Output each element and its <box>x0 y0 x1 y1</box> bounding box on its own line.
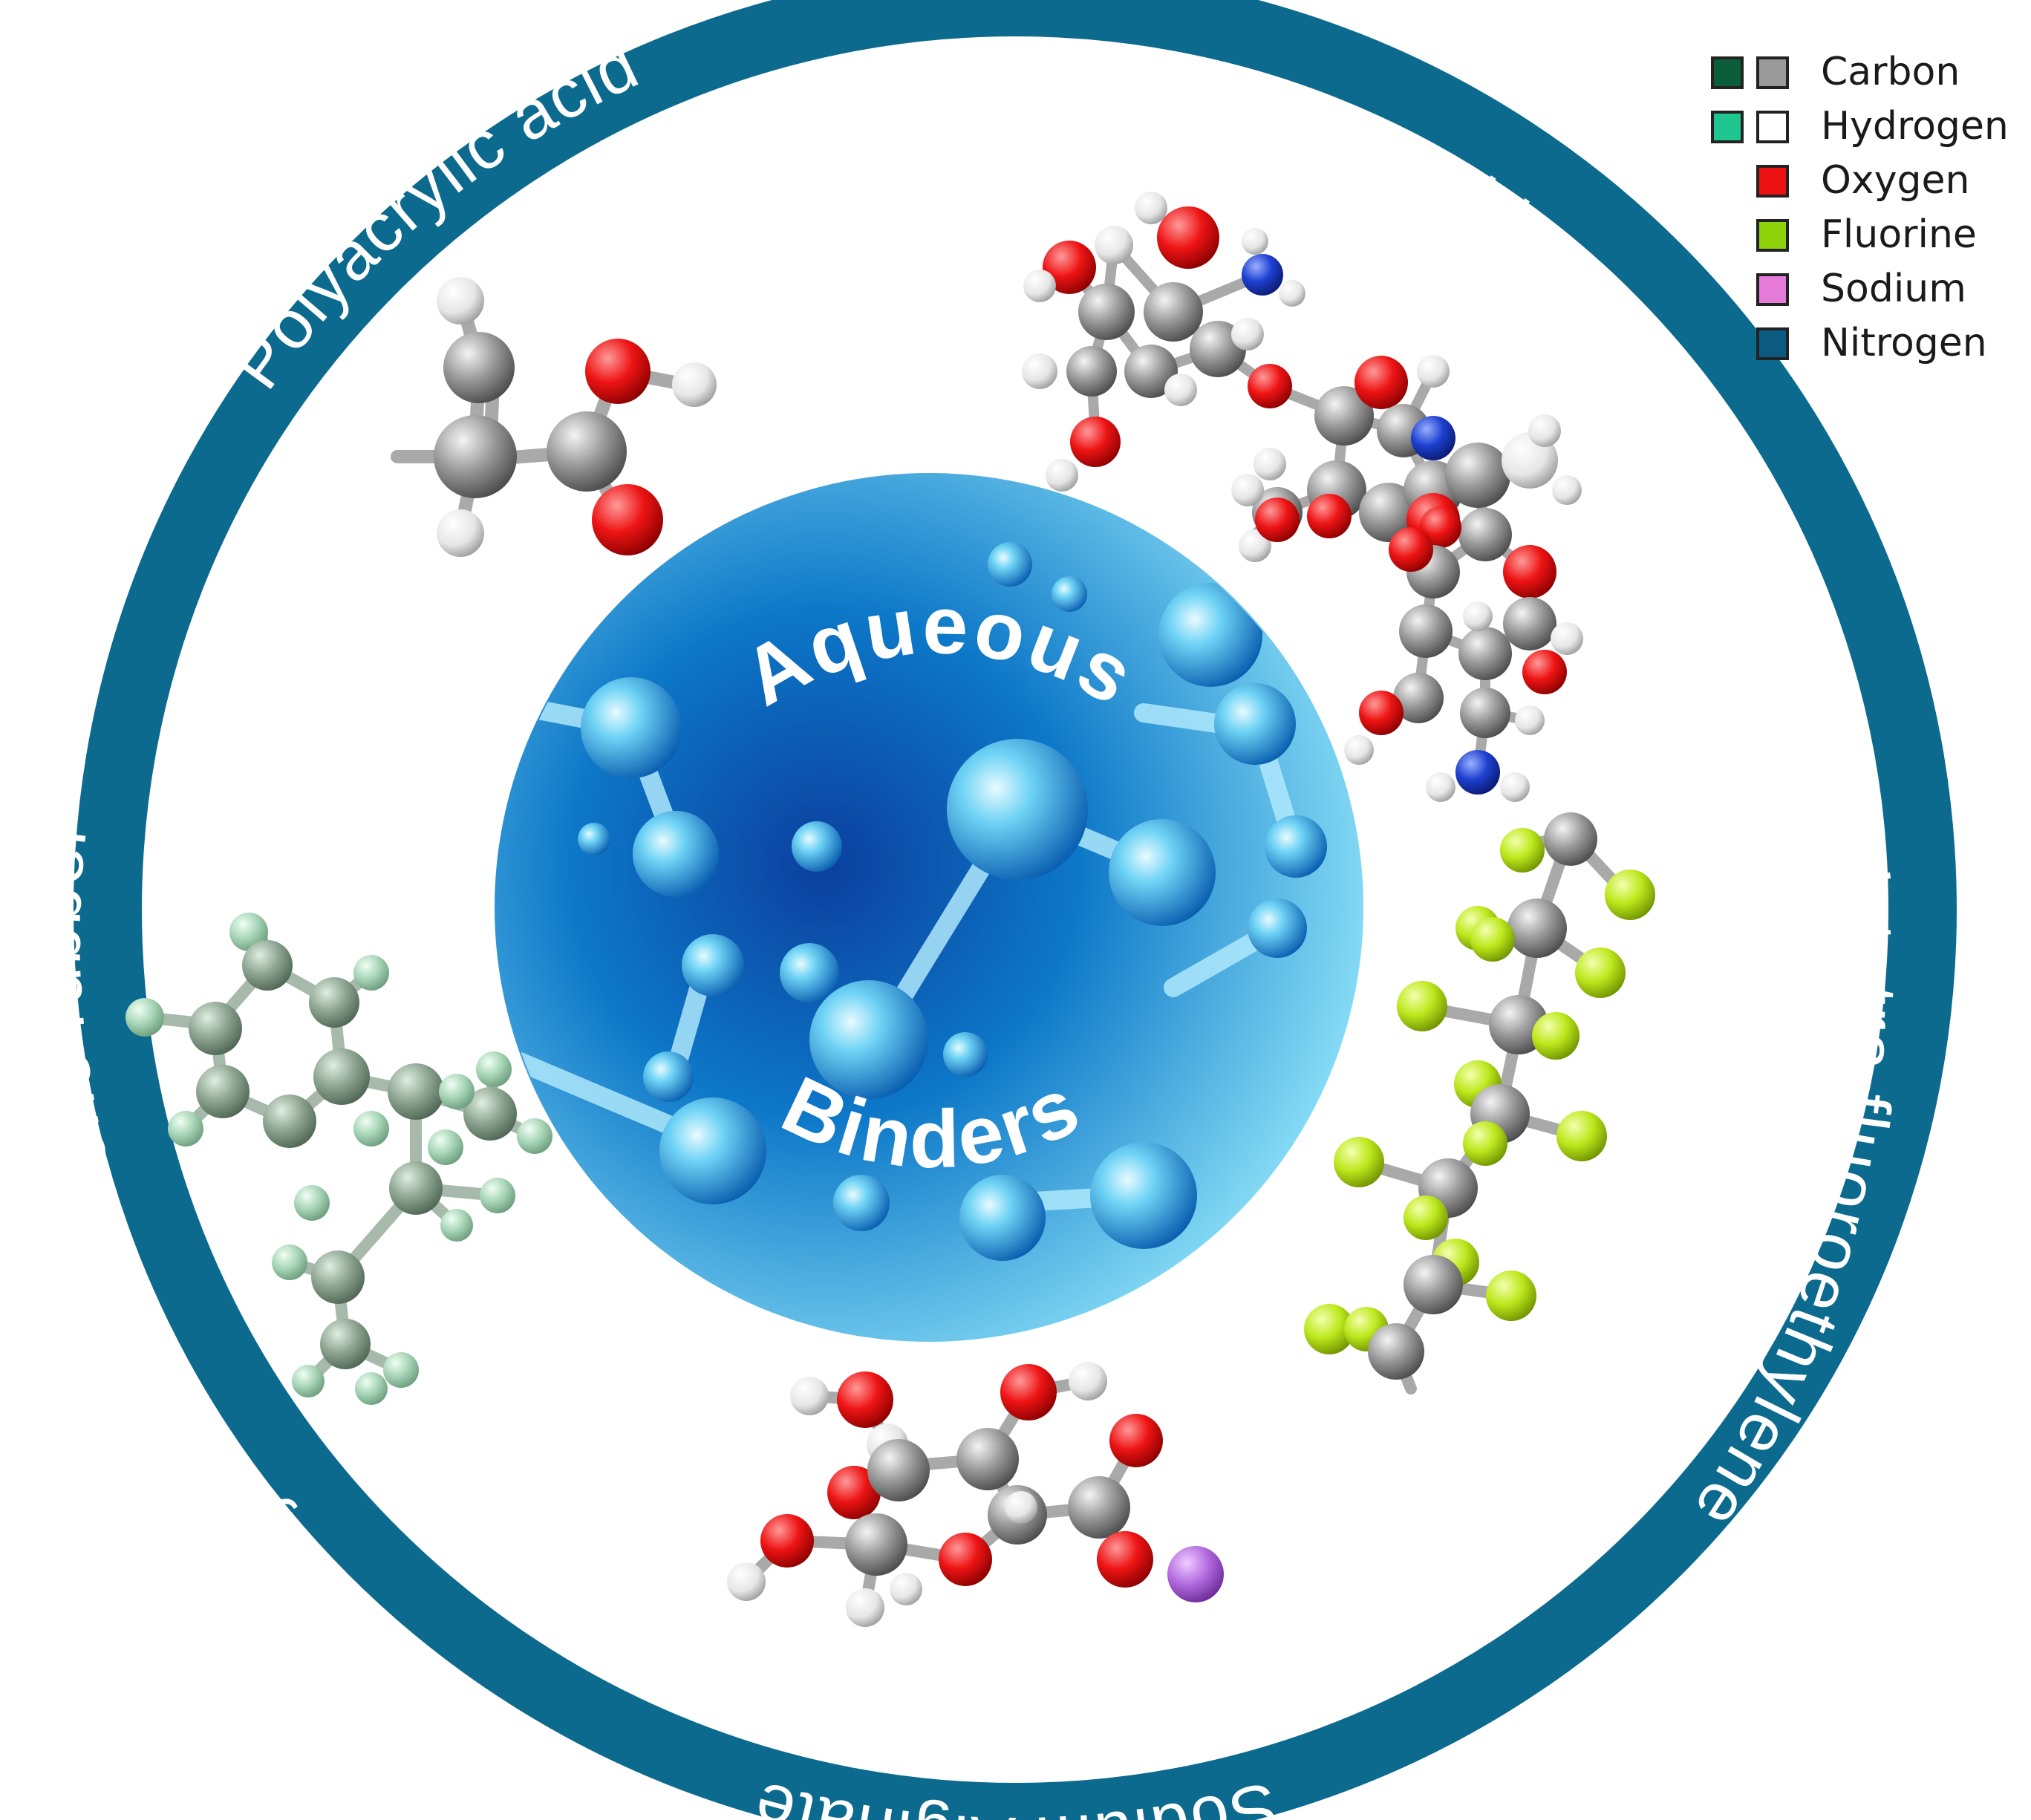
legend-swatch <box>1711 56 1744 89</box>
legend-label: Hydrogen <box>1821 104 2009 149</box>
water-molecules-decoration <box>510 542 1327 1261</box>
legend-item-oxygen: Oxygen <box>1756 158 1969 203</box>
legend-label: Carbon <box>1821 50 1960 94</box>
ptfe-molecule <box>1304 812 1655 1395</box>
legend: CarbonHydrogenOxygenFluorineSodiumNitrog… <box>1711 50 2009 365</box>
chitosan-molecule <box>1022 192 1583 802</box>
legend-label: Oxygen <box>1821 158 1969 203</box>
legend-item-sodium: Sodium <box>1756 267 1966 311</box>
legend-label: Nitrogen <box>1821 321 1987 365</box>
legend-swatch <box>1756 111 1789 143</box>
legend-swatch <box>1756 327 1789 360</box>
legend-swatch <box>1756 56 1789 89</box>
legend-item-hydrogen: Hydrogen <box>1711 104 2009 149</box>
legend-swatch <box>1711 111 1744 143</box>
legend-swatch <box>1756 273 1789 306</box>
aqueous-core: Aqueous Binders <box>495 473 1363 1342</box>
legend-swatch <box>1756 219 1789 252</box>
legend-item-carbon: Carbon <box>1711 50 1960 94</box>
label-ptfe: Polytetra fluoroethylene <box>1679 777 1909 1542</box>
legend-item-nitrogen: Nitrogen <box>1756 321 1987 365</box>
sbr-molecule <box>125 913 552 1405</box>
polyacrylic-acid-molecule <box>391 277 717 557</box>
sodium-ion <box>1167 1546 1224 1602</box>
sodium-alginate-molecule <box>727 1362 1224 1627</box>
outer-ring <box>74 0 1957 1820</box>
legend-label: Fluorine <box>1821 212 1977 257</box>
legend-swatch <box>1756 165 1789 198</box>
legend-label: Sodium <box>1821 267 1966 311</box>
legend-item-fluorine: Fluorine <box>1756 212 1977 257</box>
